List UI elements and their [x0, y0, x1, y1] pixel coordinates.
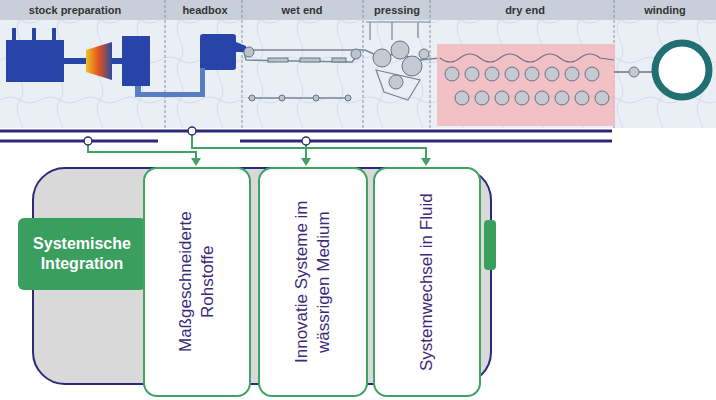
section-label: dry end [505, 4, 545, 16]
section-label: stock preparation [29, 4, 121, 16]
section-label: headbox [182, 4, 227, 16]
topic-text: Innovatie Systeme im wässrigen Medium [291, 182, 335, 382]
topic-box: Systemwechsel in Fluid [373, 167, 481, 397]
section-label: wet end [282, 4, 323, 16]
topic-text: Maßgeschneiderte Rohstoffe [175, 182, 219, 382]
topic-box: Innovatie Systeme im wässrigen Medium [258, 167, 368, 397]
section-label: winding [644, 4, 686, 16]
topic-text: Systemwechsel in Fluid [416, 182, 438, 382]
topic-box: Maßgeschneiderte Rohstoffe [143, 167, 251, 397]
section-label: pressing [374, 4, 420, 16]
tab-text: Systemische Integration [26, 234, 138, 274]
integration-tab: Systemische Integration [18, 218, 146, 290]
